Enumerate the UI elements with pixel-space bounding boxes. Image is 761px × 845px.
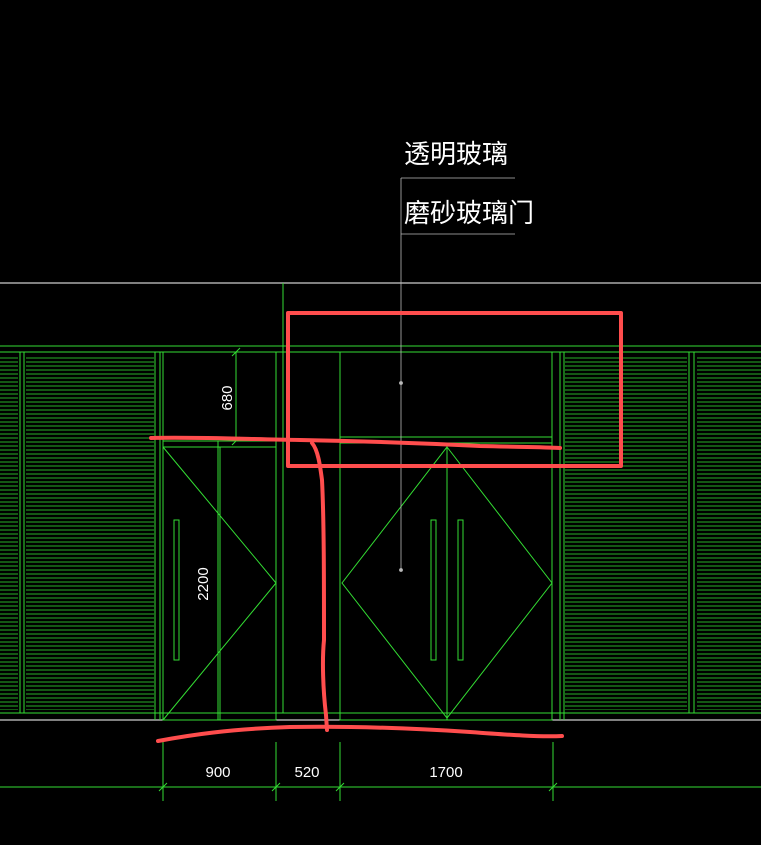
dim-2200: 2200 [195,567,212,600]
horizontal-dimensions [0,742,761,801]
dim-680: 680 [219,385,236,410]
markup-bottom-line [156,724,564,743]
annotation-clear-glass: 透明玻璃 [404,140,508,170]
annotation-frosted-glass-door: 磨砂玻璃门 [404,199,534,229]
markup-vertical-line [310,441,329,732]
annotation-leader [399,177,515,572]
right-door-handle-left [430,519,437,661]
panel-borders [19,352,695,720]
vertical-dimensions [217,347,241,720]
markup-horizontal-line [149,435,562,450]
right-door-handle-right [457,519,464,661]
red-markup [149,311,623,743]
left-door-handle [173,519,180,661]
dim-520: 520 [294,764,319,781]
dim-1700: 1700 [429,764,462,781]
hatched-panels [0,355,761,710]
left-door [162,351,277,721]
markup-rectangle [286,311,623,468]
dim-900: 900 [205,764,230,781]
